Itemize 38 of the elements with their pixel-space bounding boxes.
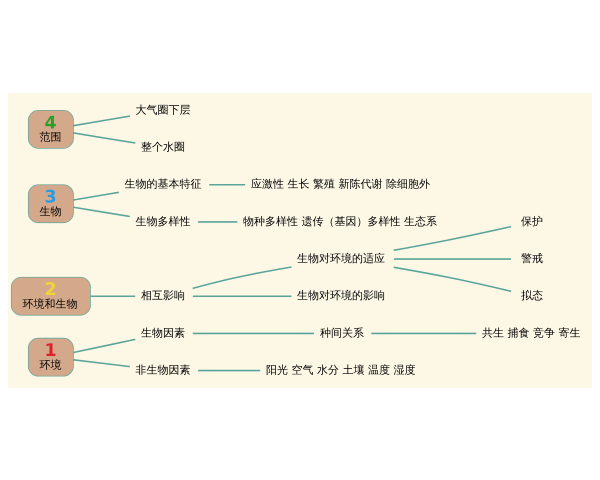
connector [371, 332, 476, 334]
node-box: 1 环境 [28, 337, 74, 376]
connector [192, 266, 292, 289]
node-box: 2 环境和生物 [10, 276, 91, 316]
node-text: 生物对环境的适应 [297, 252, 386, 265]
node-text: 保护 [521, 214, 544, 228]
node-text: 拟态 [521, 288, 544, 302]
node-text: 整个水圈 [141, 140, 186, 153]
connector [394, 258, 511, 260]
connector [73, 191, 119, 200]
node-box: 4 范围 [28, 110, 74, 148]
node-text: 应激性 生长 繁殖 新陈代谢 除细胞外 [250, 177, 430, 190]
connector [394, 266, 512, 292]
connector [198, 369, 260, 371]
node-text: 生物对环境的影响 [297, 288, 386, 302]
node-text: 生物的基本特征 [124, 177, 202, 190]
node-text: 警戒 [521, 252, 544, 265]
connector [73, 114, 130, 126]
connector [198, 220, 238, 222]
connector [192, 332, 314, 334]
connector [73, 358, 130, 367]
node-text: 生物多样性 [135, 214, 190, 228]
connector [394, 225, 512, 251]
node-text: 生物因素 [141, 326, 186, 339]
node-text: 非生物因素 [135, 363, 190, 376]
connector [73, 338, 136, 353]
connector [209, 183, 246, 186]
connector [192, 294, 292, 297]
node-box: 3 生物 [28, 184, 74, 223]
node-text: 大气圈下层 [135, 102, 190, 116]
connector [73, 206, 130, 217]
node-text: 种间关系 [320, 326, 364, 339]
connector [73, 132, 136, 144]
node-text: 物种多样性 遗传（基因）多样性 生态系 [243, 214, 438, 228]
node-text: 相互影响 [141, 288, 186, 302]
connector [90, 294, 136, 297]
node-text: 共生 捕食 竞争 寄生 [482, 326, 580, 339]
node-text: 阳光 空气 水分 土壤 温度 湿度 [266, 363, 416, 376]
